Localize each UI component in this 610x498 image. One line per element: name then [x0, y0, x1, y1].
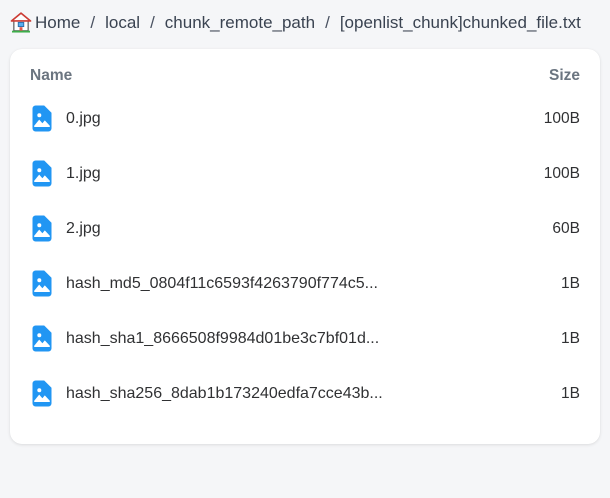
file-row[interactable]: 1.jpg 100B	[30, 146, 580, 201]
file-row[interactable]: hash_md5_0804f11c6593f4263790f774c5... 1…	[30, 256, 580, 311]
file-size: 1B	[561, 384, 580, 402]
breadcrumb: Home / local / chunk_remote_path / [open…	[0, 0, 610, 38]
breadcrumb-item-local[interactable]: local	[105, 13, 141, 32]
image-file-icon	[30, 105, 54, 132]
file-size: 100B	[543, 164, 580, 182]
file-name: 2.jpg	[66, 219, 101, 237]
breadcrumb-item-chunk-remote-path[interactable]: chunk_remote_path	[164, 13, 316, 32]
file-name: 1.jpg	[66, 164, 101, 182]
file-list-card: Name Size 0.jpg 100B 1.jpg 100	[10, 49, 600, 444]
file-size: 1B	[561, 329, 580, 347]
file-name: hash_sha256_8dab1b173240edfa7cce43b...	[66, 384, 383, 402]
image-file-icon	[30, 270, 54, 297]
breadcrumb-item-label: Home	[35, 13, 81, 32]
column-header-name[interactable]: Name	[30, 67, 73, 84]
image-file-icon	[30, 380, 54, 407]
image-file-icon	[30, 325, 54, 352]
list-header: Name Size	[30, 67, 580, 91]
file-row[interactable]: 0.jpg 100B	[30, 91, 580, 146]
breadcrumb-separator: /	[150, 13, 155, 32]
file-name: 0.jpg	[66, 109, 101, 127]
breadcrumb-separator: /	[325, 13, 330, 32]
image-file-icon	[30, 160, 54, 187]
home-icon	[10, 12, 32, 34]
file-size: 60B	[552, 219, 580, 237]
file-name: hash_sha1_8666508f9984d01be3c7bf01d...	[66, 329, 380, 347]
file-row[interactable]: hash_sha1_8666508f9984d01be3c7bf01d... 1…	[30, 311, 580, 366]
file-row[interactable]: 2.jpg 60B	[30, 201, 580, 256]
breadcrumb-separator: /	[90, 13, 96, 32]
file-size: 1B	[561, 274, 580, 292]
column-header-size[interactable]: Size	[548, 67, 580, 84]
breadcrumb-item-current-file[interactable]: [openlist_chunk]chunked_file.txt	[339, 13, 581, 32]
file-name: hash_md5_0804f11c6593f4263790f774c5...	[66, 274, 378, 292]
file-size: 100B	[543, 109, 580, 127]
file-list: 0.jpg 100B 1.jpg 100B 2.jpg 60	[30, 91, 580, 421]
breadcrumb-home[interactable]: Home	[10, 8, 80, 38]
file-row[interactable]: hash_sha256_8dab1b173240edfa7cce43b... 1…	[30, 366, 580, 421]
image-file-icon	[30, 215, 54, 242]
